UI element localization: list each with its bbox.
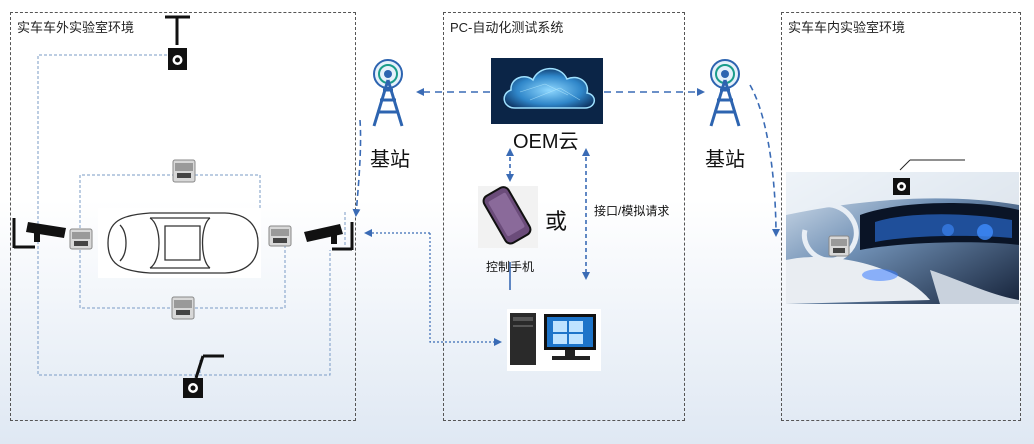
radar-right-icon: [268, 225, 292, 247]
bottom-camera-icon: [183, 354, 224, 398]
pc-system-panel: PC-自动化测试系统: [443, 12, 685, 421]
or-label: 或: [545, 209, 568, 234]
left-camera-icon: [12, 218, 66, 249]
outside-lab-title: 实车车外实验室环境: [17, 20, 135, 35]
interface-label: 接口/模拟请求: [594, 204, 670, 218]
cloud-icon: [491, 58, 603, 124]
base-station-right-label: 基站: [705, 149, 745, 171]
base-station-left-icon: [372, 59, 404, 127]
radar-bottom-icon: [171, 296, 195, 320]
radar-left-icon: [69, 228, 93, 250]
cloud-label: OEM云: [513, 131, 579, 153]
top-camera-icon: [165, 15, 190, 70]
phone-label: 控制手机: [486, 260, 535, 274]
car-interior-photo: [786, 159, 1019, 304]
pc-icon: [507, 309, 601, 371]
inside-lab-panel: 实车车内实验室环境: [781, 12, 1021, 421]
phone-icon: [478, 186, 538, 248]
base-station-left-label: 基站: [370, 149, 410, 171]
inside-lab-title: 实车车内实验室环境: [788, 20, 906, 35]
pc-system-title: PC-自动化测试系统: [450, 20, 564, 35]
right-camera-icon: [304, 222, 354, 251]
connection-arrows: [352, 84, 780, 290]
radar-top-icon: [172, 159, 196, 183]
base-station-right-icon: [709, 59, 741, 127]
pc-to-car-link: [364, 229, 502, 346]
car-icon: [98, 208, 261, 278]
